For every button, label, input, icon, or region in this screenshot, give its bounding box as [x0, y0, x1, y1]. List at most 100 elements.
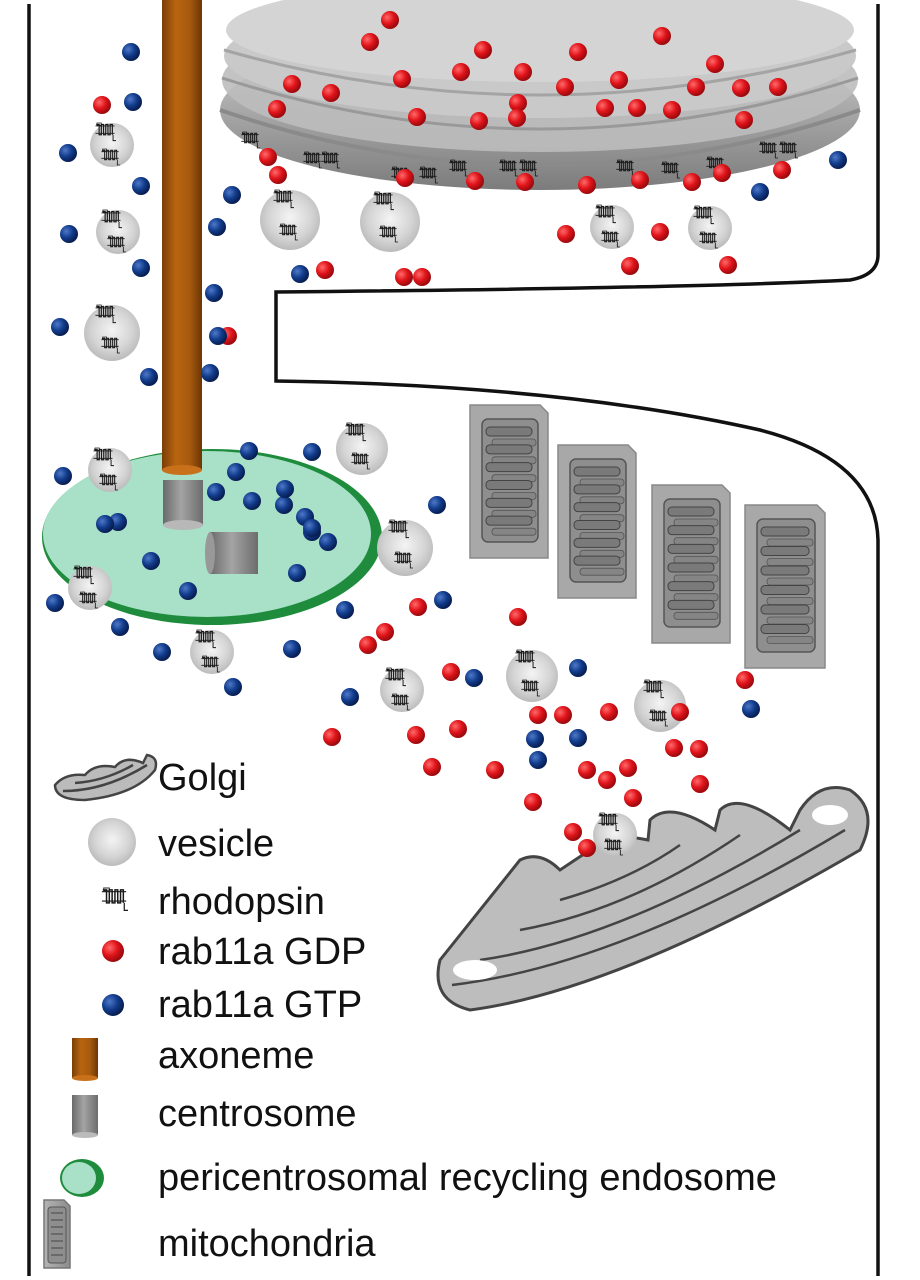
- mitochondrion-icon: [43, 1199, 71, 1269]
- rab11a-gdp-sphere: [557, 225, 575, 243]
- rab11a-gtp-sphere: [51, 318, 69, 336]
- rab11a-gtp-sphere: [829, 151, 847, 169]
- rab11a-gdp-group: [93, 11, 791, 857]
- vesicle: [380, 667, 424, 712]
- rab11a-gdp-sphere: [578, 176, 596, 194]
- rab11a-gdp-sphere: [665, 739, 683, 757]
- rab11a-gdp-sphere: [564, 823, 582, 841]
- rab11a-gdp-sphere: [578, 761, 596, 779]
- rab11a-gdp-sphere: [516, 173, 534, 191]
- mitochondria-group: [469, 404, 826, 669]
- rab11a-gdp-sphere: [624, 789, 642, 807]
- rab11a-gdp-sphere: [690, 740, 708, 758]
- vesicle: [593, 812, 637, 857]
- legend-label-vesicle: vesicle: [158, 823, 274, 865]
- rab11a-gdp-sphere: [556, 78, 574, 96]
- rab11a-gtp-sphere: [208, 218, 226, 236]
- rab11a-gdp-sphere: [578, 839, 596, 857]
- rab11a-gdp-sphere: [687, 78, 705, 96]
- rab11a-gtp-sphere: [751, 183, 769, 201]
- rab11a-gtp-sphere: [132, 177, 150, 195]
- legend-label-rab11a-gdp: rab11a GDP: [158, 931, 366, 973]
- rab11a-gdp-sphere: [452, 63, 470, 81]
- rab11a-gtp-sphere: [153, 643, 171, 661]
- rab11a-gtp-sphere: [59, 144, 77, 162]
- rab11a-gtp-sphere: [275, 496, 293, 514]
- mitochondrion: [557, 444, 637, 599]
- rab11a-gtp-sphere: [465, 669, 483, 687]
- legend-label-rhodopsin: rhodopsin: [158, 881, 325, 923]
- rab11a-gtp-sphere: [276, 480, 294, 498]
- vesicle: [688, 205, 732, 250]
- legend-label-axoneme: axoneme: [158, 1035, 314, 1077]
- rab11a-gtp-sphere: [526, 730, 544, 748]
- vesicle: [360, 191, 420, 252]
- rab11a-gdp-sphere: [508, 109, 526, 127]
- rab11a-gdp-sphere: [769, 78, 787, 96]
- outer-segment-disc-stack: [219, 0, 861, 190]
- rab11a-gtp-sphere: [46, 594, 64, 612]
- vesicle: [90, 122, 134, 167]
- rab11a-gdp-sphere: [596, 99, 614, 117]
- legend-label-rab11a-gtp: rab11a GTP: [158, 984, 362, 1026]
- rab11a-gdp-sphere: [569, 43, 587, 61]
- rab11a-gdp-sphere: [663, 101, 681, 119]
- rab11a-gtp-sphere: [243, 492, 261, 510]
- rab11a-gtp-sphere: [201, 364, 219, 382]
- rab11a-gdp-sphere: [619, 759, 637, 777]
- legend-label-golgi: Golgi: [158, 757, 247, 799]
- vesicle: [590, 204, 634, 249]
- vesicle-icon: [88, 818, 136, 866]
- rab11a-gdp-sphere: [93, 96, 111, 114]
- rab11a-gtp-sphere: [291, 265, 309, 283]
- rab11a-gdp-sphere: [509, 608, 527, 626]
- rab11a-gdp-sphere: [393, 70, 411, 88]
- vesicle: [377, 519, 433, 576]
- rab11a-gtp-sphere: [124, 93, 142, 111]
- mitochondrion: [651, 484, 731, 644]
- rab11a-gtp-sphere: [336, 601, 354, 619]
- rab11a-gtp-sphere: [319, 533, 337, 551]
- rab11a-gdp-sphere: [651, 223, 669, 241]
- rab11a-gdp-sphere: [449, 720, 467, 738]
- vesicle: [260, 189, 320, 250]
- rab11a-gtp-sphere: [209, 327, 227, 345]
- rab11a-gtp-sphere: [529, 751, 547, 769]
- rab11a-gtp-sphere: [428, 496, 446, 514]
- rab11a-gtp-sphere: [227, 463, 245, 481]
- vesicle: [84, 304, 140, 361]
- rab11a-gdp-sphere: [316, 261, 334, 279]
- rab11a-gdp-sphere: [529, 706, 547, 724]
- rab11a-gdp-sphere: [381, 11, 399, 29]
- rab11a-gtp-sphere: [224, 678, 242, 696]
- rab11a-gdp-sphere: [361, 33, 379, 51]
- rab11a-gdp-sphere: [598, 771, 616, 789]
- rab11a-gtp-sphere: [288, 564, 306, 582]
- rab11a-gtp-sphere: [303, 443, 321, 461]
- rab11a-gdp-sphere: [322, 84, 340, 102]
- red-sphere-icon: [102, 940, 124, 962]
- rab11a-gdp-sphere: [407, 726, 425, 744]
- endosome-disc-icon: [60, 1159, 104, 1197]
- rab11a-gtp-sphere: [569, 659, 587, 677]
- rab11a-gdp-sphere: [735, 111, 753, 129]
- rab11a-gdp-sphere: [423, 758, 441, 776]
- golgi-icon: [53, 753, 158, 802]
- vesicle: [336, 422, 388, 475]
- rab11a-gdp-sphere: [524, 793, 542, 811]
- rab11a-gdp-sphere: [600, 703, 618, 721]
- rab11a-gtp-sphere: [207, 483, 225, 501]
- mitochondrion: [744, 504, 826, 669]
- axoneme: [162, 0, 202, 475]
- rab11a-gdp-sphere: [671, 703, 689, 721]
- rab11a-gtp-sphere: [205, 284, 223, 302]
- rab11a-gtp-sphere: [96, 515, 114, 533]
- rab11a-gdp-sphere: [514, 63, 532, 81]
- rab11a-gtp-sphere: [132, 259, 150, 277]
- golgi-apparatus: [436, 786, 870, 1012]
- rab11a-gdp-sphere: [706, 55, 724, 73]
- rab11a-gtp-sphere: [122, 43, 140, 61]
- vesicle: [634, 679, 686, 732]
- rab11a-gdp-sphere: [732, 79, 750, 97]
